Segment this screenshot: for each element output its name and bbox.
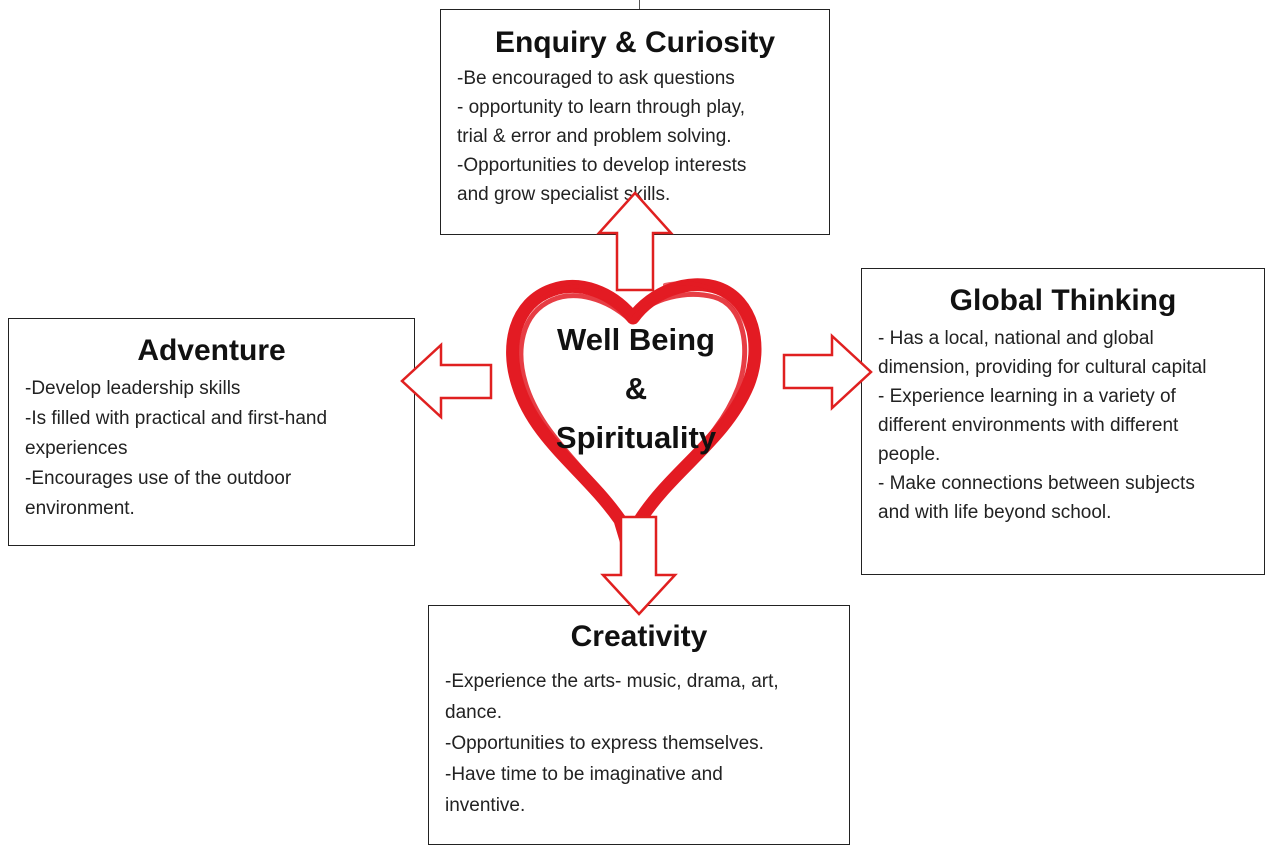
arrow-up-icon — [596, 191, 674, 292]
arrow-left-icon — [400, 342, 493, 420]
adventure-line: environment. — [25, 498, 135, 519]
top-connector-line — [639, 0, 640, 9]
creativity-box: Creativity -Experience the arts- music, … — [428, 605, 850, 845]
adventure-line: experiences — [25, 438, 128, 459]
center-title-line-2: & — [624, 371, 648, 406]
global-line: - Make connections between subjects — [878, 473, 1195, 494]
adventure-box: Adventure -Develop leadership skills -Is… — [8, 318, 415, 546]
enquiry-curiosity-list: -Be encouraged to ask questions - opport… — [457, 64, 829, 209]
center-title-line-1: Well Being — [557, 322, 715, 357]
heart-stroke-inner — [518, 292, 748, 523]
heart-stroke-extra — [523, 281, 750, 332]
global-line: different environments with different — [878, 415, 1179, 436]
global-thinking-title: Global Thinking — [949, 284, 1177, 317]
creativity-line: -Opportunities to express themselves. — [445, 733, 764, 754]
arrow-right-icon — [782, 333, 873, 411]
creativity-line: -Experience the arts- music, drama, art, — [445, 671, 779, 692]
adventure-line: -Is filled with practical and first-hand — [25, 408, 328, 429]
creativity-title: Creativity — [570, 620, 708, 653]
creativity-line: dance. — [445, 702, 503, 723]
global-line: - Experience learning in a variety of — [878, 386, 1176, 407]
enquiry-curiosity-title: Enquiry & Curiosity — [494, 26, 776, 59]
global-thinking-list: - Has a local, national and global dimen… — [878, 324, 1264, 527]
global-line: - Has a local, national and global — [878, 328, 1154, 349]
enquiry-line: -Be encouraged to ask questions — [457, 68, 735, 89]
creativity-line: inventive. — [445, 795, 526, 816]
global-line: dimension, providing for cultural capita… — [878, 357, 1207, 378]
global-line: and with life beyond school. — [878, 502, 1112, 523]
center-title-line-3: Spirituality — [555, 420, 717, 455]
adventure-title: Adventure — [137, 334, 286, 367]
adventure-line: -Encourages use of the outdoor — [25, 468, 292, 489]
creativity-line: -Have time to be imaginative and — [445, 764, 723, 785]
enquiry-line: - opportunity to learn through play, — [457, 97, 745, 118]
enquiry-line: trial & error and problem solving. — [457, 126, 732, 147]
adventure-line: -Develop leadership skills — [25, 378, 241, 399]
adventure-list: -Develop leadership skills -Is filled wi… — [25, 374, 414, 524]
enquiry-line: and grow specialist skills. — [457, 184, 671, 205]
enquiry-line: -Opportunities to develop interests — [457, 155, 747, 176]
creativity-list: -Experience the arts- music, drama, art,… — [445, 666, 849, 821]
arrow-down-icon — [600, 515, 678, 616]
global-line: people. — [878, 444, 941, 465]
global-thinking-box: Global Thinking - Has a local, national … — [861, 268, 1265, 575]
